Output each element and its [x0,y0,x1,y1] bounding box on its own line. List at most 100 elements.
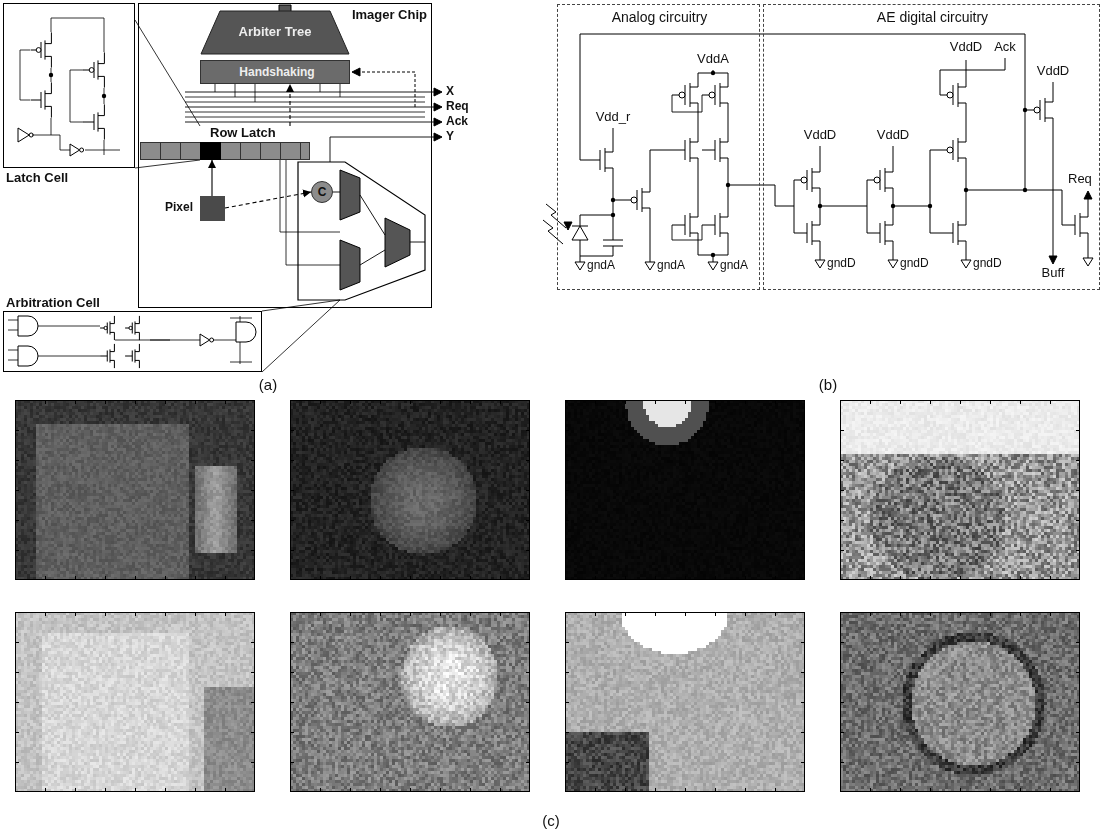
transistor-symbol [672,128,698,172]
node-label: Row Latch [210,126,276,141]
ground-symbol [961,260,971,268]
arrowhead [434,88,442,96]
diode-wire [572,215,613,226]
bus-line [185,112,425,113]
node-label: Arbitration Cell [6,296,100,311]
inset-panel: Latch Cell [3,3,135,191]
signal-name: Ack [994,40,1016,55]
signal-arrow [211,160,212,196]
inverter-symbol [18,128,29,142]
supply-label: VddA [697,52,729,67]
row-latch: Row Latch [140,126,310,160]
photo-image [290,400,530,580]
bus-line [185,117,425,118]
pmos-bubble [947,92,953,98]
latch-wire [20,18,120,155]
ground-symbol [1083,258,1093,266]
selected-latch-cell [200,142,221,160]
mux-block [340,240,360,290]
transistor-symbol [940,128,966,172]
circuit-region: AE digital circuitry [763,4,1100,290]
circuit-region: Analog circuitry [557,4,760,290]
pmos-bubble [801,177,807,183]
inverter-symbol [70,144,80,156]
arrowhead [564,222,572,230]
pmos-bubble [874,177,880,183]
transistor-symbol [940,211,966,255]
pmos-bubble [129,326,132,329]
transistor-symbol [125,344,139,368]
panel-label: (a) [259,376,277,393]
zoom-line [135,20,200,126]
bus-line [185,122,434,123]
ground-symbol [575,262,585,270]
ground-symbol [708,262,718,270]
ground-symbol [815,260,825,268]
arbiter-tree: Arbiter Tree [200,10,350,55]
light-ray [543,220,563,244]
junction-dot [49,73,53,77]
pmos-bubble [631,197,637,203]
node-label: C [318,186,327,200]
photo-image [565,400,805,580]
zoom-line [135,160,200,168]
zoom-line [262,300,340,372]
signal-name: Ack [446,115,468,129]
photo-image [15,400,255,580]
transistor-symbol [84,52,105,87]
bus-tap [215,84,340,102]
transistor-symbol [794,158,820,202]
pmos-bubble [104,326,107,329]
transistor-symbol [84,104,105,139]
signal-wire [728,185,794,206]
pixel-square [200,196,225,221]
arrowhead [1049,256,1057,264]
arrowhead [352,68,360,76]
pmos-bubble [89,68,94,73]
wire [1025,82,1053,262]
supply-label: VddD [804,128,837,143]
ground-label: gndA [657,259,685,273]
mux-block [340,170,360,220]
photo-image [15,612,255,792]
photo-image [840,400,1080,580]
junction-dot [611,198,615,202]
inset-panel: Arbitration Cell [3,296,262,372]
junction-dot [891,204,895,208]
inset-box [3,311,262,372]
supply-label: Vdd_r [596,110,631,125]
inset-box [3,3,135,168]
mux-wire [333,192,425,265]
node-wire [580,182,623,256]
panel-label: (c) [542,812,560,829]
signal-name: X [446,85,454,99]
pmos-bubble [36,48,41,53]
ground-label: gndA [587,259,615,273]
node-label: Handshaking [239,66,314,80]
junction-dot [102,94,106,98]
transistor-symbol [587,138,613,182]
supply-label: VddD [877,128,910,143]
gate-symbol [236,322,256,342]
node-label: Latch Cell [6,171,68,186]
signal-arrow [289,84,290,126]
panel-label: (b) [819,376,837,393]
latch-cells [140,142,310,160]
inverter-bubble [80,148,84,152]
transistor-symbol [100,344,114,368]
arrowhead [434,133,442,141]
transistor-symbol [702,203,728,247]
pixel-cell: Pixel [165,196,225,221]
bias-wire [672,95,702,240]
pmos-bubble [709,92,715,98]
node-label: AE digital circuitry [877,9,988,25]
bus-line [185,97,425,98]
pmos-bubble [947,147,953,153]
signal-name: Buff [1042,266,1065,281]
wire [867,146,940,260]
transistor-symbol [794,211,820,255]
junction-dot [1023,188,1027,192]
signal-name: Req [1068,172,1092,187]
transistor-symbol [702,128,728,172]
